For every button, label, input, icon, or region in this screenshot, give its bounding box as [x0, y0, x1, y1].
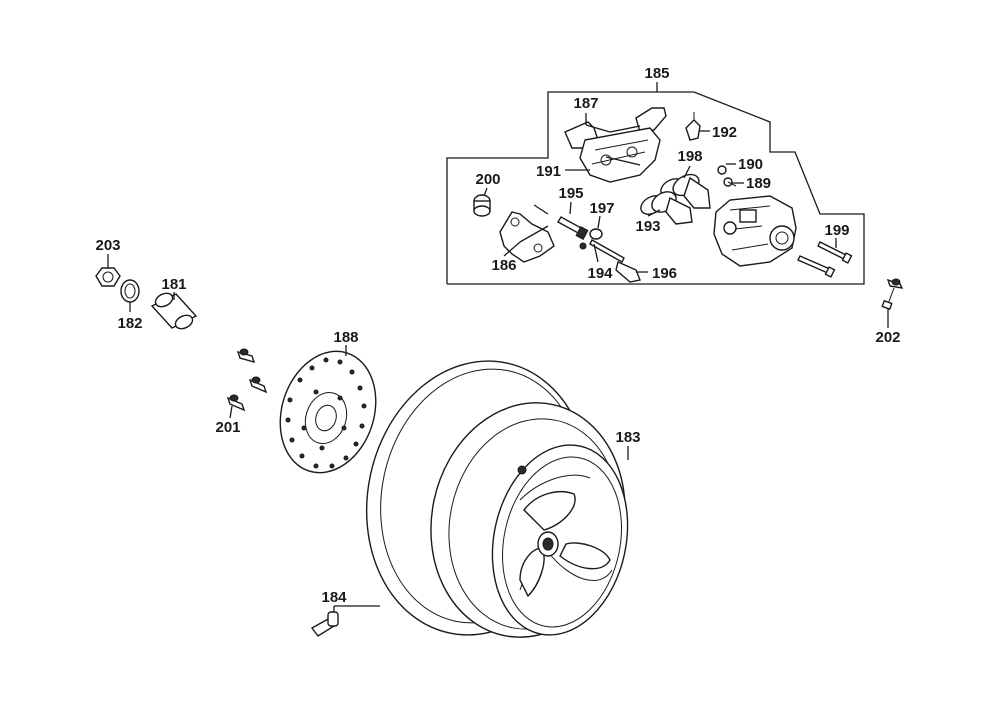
callout-196: 196	[652, 265, 677, 282]
caliper-bracket-186	[499, 211, 555, 263]
brake-pad-187	[564, 107, 667, 183]
leader-lines	[107, 113, 889, 612]
callout-195: 195	[558, 185, 583, 202]
callout-193: 193	[635, 218, 660, 235]
callout-185: 185	[644, 65, 669, 82]
bleeder-valve-190-189	[717, 165, 737, 187]
callout-191: 191	[536, 163, 561, 180]
tire-valve-184	[310, 611, 339, 637]
collar-200	[473, 194, 491, 217]
callout-188: 188	[333, 329, 358, 346]
caliper-body	[713, 195, 797, 267]
callout-192: 192	[712, 124, 737, 141]
caliper-pistons-and-seals	[640, 173, 711, 225]
callout-183: 183	[615, 429, 640, 446]
wheel-and-tire-183	[365, 360, 629, 638]
callout-181: 181	[161, 276, 186, 293]
callout-197: 197	[589, 200, 614, 217]
callout-203: 203	[95, 237, 120, 254]
callout-202: 202	[875, 329, 900, 346]
bleeder-screw-196	[615, 261, 641, 283]
callout-194: 194	[587, 265, 613, 282]
callout-187: 187	[573, 95, 598, 112]
caliper-pins-199	[797, 241, 853, 278]
bearing-182	[120, 279, 140, 303]
spacer-sleeve-181	[150, 292, 198, 330]
disc-bolts-201	[226, 348, 268, 412]
callout-189: 189	[746, 175, 771, 192]
brake-disc-188	[279, 350, 377, 474]
caliper-bolts-195-197-194	[557, 216, 625, 263]
bolt-202	[881, 278, 904, 311]
callout-199: 199	[824, 222, 849, 239]
caliper-assembly-outline	[446, 82, 865, 285]
callout-labels: 185 187 192 191 198 190 189 200 195 197 …	[95, 65, 900, 606]
callout-201: 201	[215, 419, 240, 436]
callout-184: 184	[321, 589, 347, 606]
callout-200: 200	[475, 171, 500, 188]
callout-190: 190	[738, 156, 763, 173]
nut-203	[95, 267, 121, 287]
callout-182: 182	[117, 315, 142, 332]
callout-186: 186	[491, 257, 516, 274]
pad-spring-192	[685, 112, 701, 141]
callout-198: 198	[677, 148, 702, 165]
